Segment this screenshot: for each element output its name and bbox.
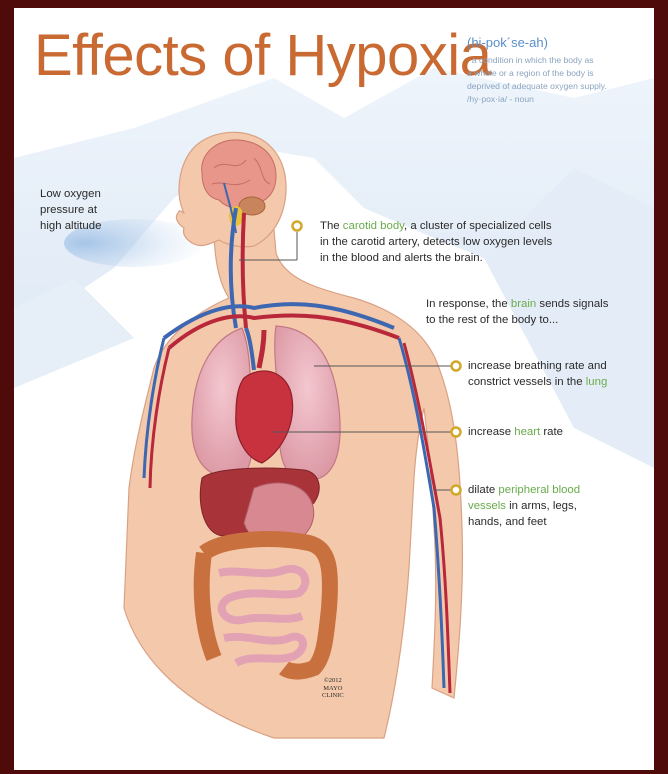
- vessels-term: vessels: [468, 500, 506, 512]
- vessels-text: hands, and feet: [468, 514, 580, 530]
- lung-marker: [452, 362, 461, 371]
- response-text: to the rest of the body to...: [426, 312, 608, 328]
- lung-text: constrict vessels in the: [468, 376, 586, 388]
- definition: : a condition in which the body as a who…: [467, 54, 654, 106]
- brain: [202, 140, 276, 209]
- vessels-callout: dilate peripheral blood vessels in arms,…: [468, 482, 580, 530]
- heart-text: rate: [540, 426, 563, 438]
- vessels-marker: [452, 486, 461, 495]
- infographic-panel: Effects of Hypoxia (hi-pok´se-ah) : a co…: [14, 8, 654, 770]
- carotid-callout: The carotid body, a cluster of specializ…: [320, 218, 552, 266]
- low-oxygen-line: high altitude: [40, 218, 101, 234]
- brain-response-callout: In response, the brain sends signals to …: [426, 296, 608, 328]
- heart-term: heart: [514, 426, 540, 438]
- copyright-line: MAYO: [322, 685, 344, 693]
- lung-text: increase breathing rate and: [468, 358, 607, 374]
- vessels-term: peripheral blood: [498, 484, 580, 496]
- copyright-line: ©2012: [322, 677, 344, 685]
- carotid-text: in the blood and alerts the brain.: [320, 250, 552, 266]
- heart-text: increase: [468, 426, 514, 438]
- definition-line: : a condition in which the body as: [467, 54, 654, 67]
- carotid-term: carotid body: [343, 220, 404, 232]
- lung-callout: increase breathing rate and constrict ve…: [468, 358, 607, 390]
- lung-term: lung: [586, 376, 608, 388]
- definition-line: a whole or a region of the body is: [467, 67, 654, 80]
- carotid-marker: [293, 222, 302, 231]
- heart-callout: increase heart rate: [468, 424, 563, 440]
- page-title: Effects of Hypoxia: [34, 22, 491, 89]
- definition-line: /hy·pox·ia/ - noun: [467, 93, 654, 106]
- carotid-text: in the carotid artery, detects low oxyge…: [320, 234, 552, 250]
- low-oxygen-line: Low oxygen: [40, 186, 101, 202]
- response-text: sends signals: [536, 298, 608, 310]
- carotid-text: , a cluster of specialized cells: [404, 220, 552, 232]
- low-oxygen-label: Low oxygen pressure at high altitude: [40, 186, 101, 234]
- copyright-notice: ©2012 MAYO CLINIC: [322, 677, 344, 700]
- response-text: In response, the: [426, 298, 511, 310]
- brain-term: brain: [511, 298, 536, 310]
- low-oxygen-line: pressure at: [40, 202, 101, 218]
- definition-line: deprived of adequate oxygen supply.: [467, 80, 654, 93]
- pronunciation: (hi-pok´se-ah): [467, 35, 548, 50]
- vessels-text: in arms, legs,: [506, 500, 577, 512]
- copyright-line: CLINIC: [322, 692, 344, 700]
- vessels-text: dilate: [468, 484, 498, 496]
- carotid-text: The: [320, 220, 343, 232]
- cerebellum: [239, 197, 265, 215]
- heart-marker: [452, 428, 461, 437]
